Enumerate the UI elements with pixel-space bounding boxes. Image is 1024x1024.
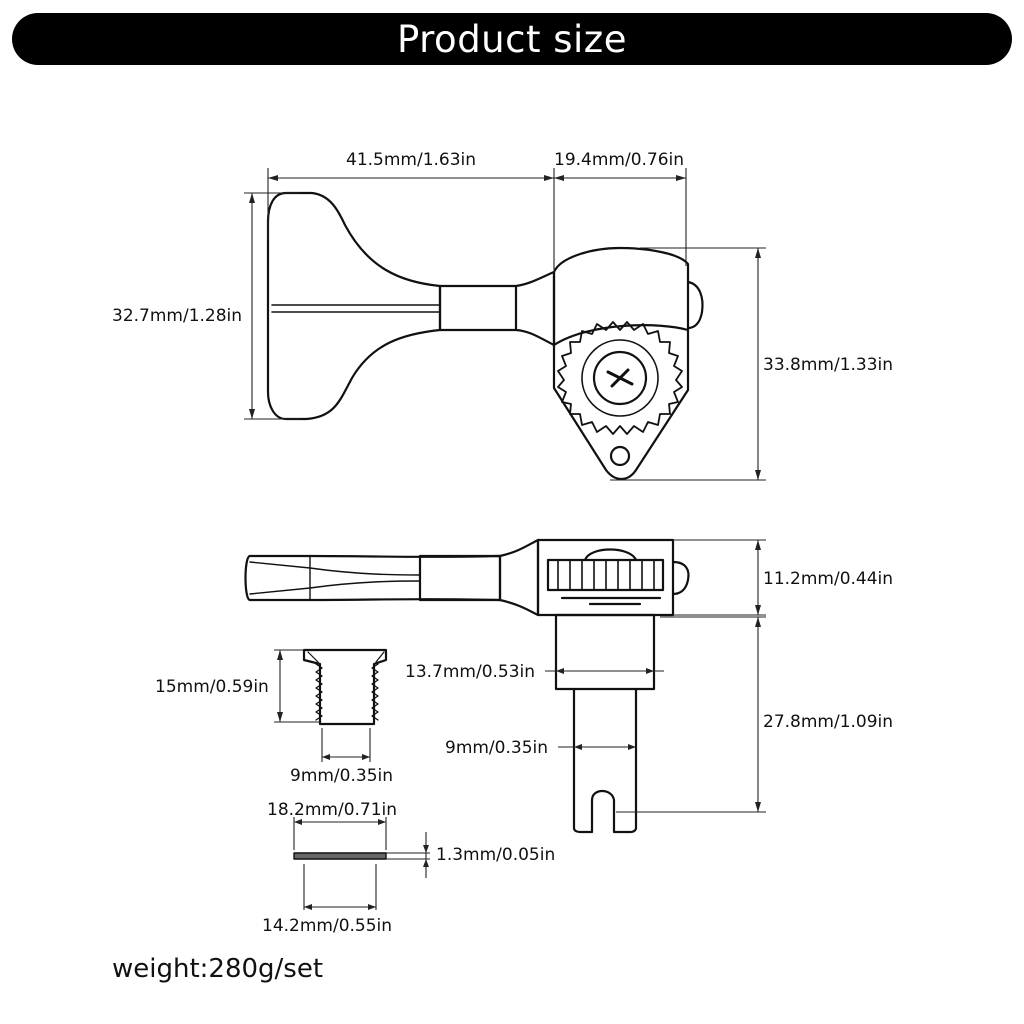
- label-post-height: 27.8mm/1.09in: [763, 712, 894, 732]
- washer-drawing: [293, 852, 387, 860]
- label-key-height: 32.7mm/1.28in: [112, 306, 243, 326]
- label-bushing-diameter: 9mm/0.35in: [290, 766, 394, 786]
- dimension-lines: [244, 168, 766, 910]
- label-washer-thickness: 1.3mm/0.05in: [436, 845, 556, 865]
- label-post-collar: 13.7mm/0.53in: [405, 662, 536, 682]
- bushing-drawing: [302, 648, 388, 726]
- dimension-arrowheads: [249, 175, 761, 910]
- label-housing-thickness: 11.2mm/0.44in: [763, 569, 894, 589]
- gear-housing-front-view: [552, 246, 704, 481]
- label-key-length: 41.5mm/1.63in: [346, 150, 477, 170]
- tuner-side-view: [244, 538, 690, 834]
- page-title: Product size: [397, 17, 627, 61]
- tuner-key-front-view: [266, 191, 556, 421]
- weight-text: weight:280g/set: [112, 954, 324, 984]
- label-washer-outer: 18.2mm/0.71in: [267, 800, 398, 820]
- label-post-diameter: 9mm/0.35in: [445, 738, 549, 758]
- label-housing-height: 33.8mm/1.33in: [763, 355, 894, 375]
- label-housing-width: 19.4mm/0.76in: [554, 150, 685, 170]
- label-washer-inner: 14.2mm/0.55in: [262, 916, 393, 936]
- label-bushing-height: 15mm/0.59in: [155, 677, 269, 697]
- title-banner: Product size: [12, 13, 1012, 65]
